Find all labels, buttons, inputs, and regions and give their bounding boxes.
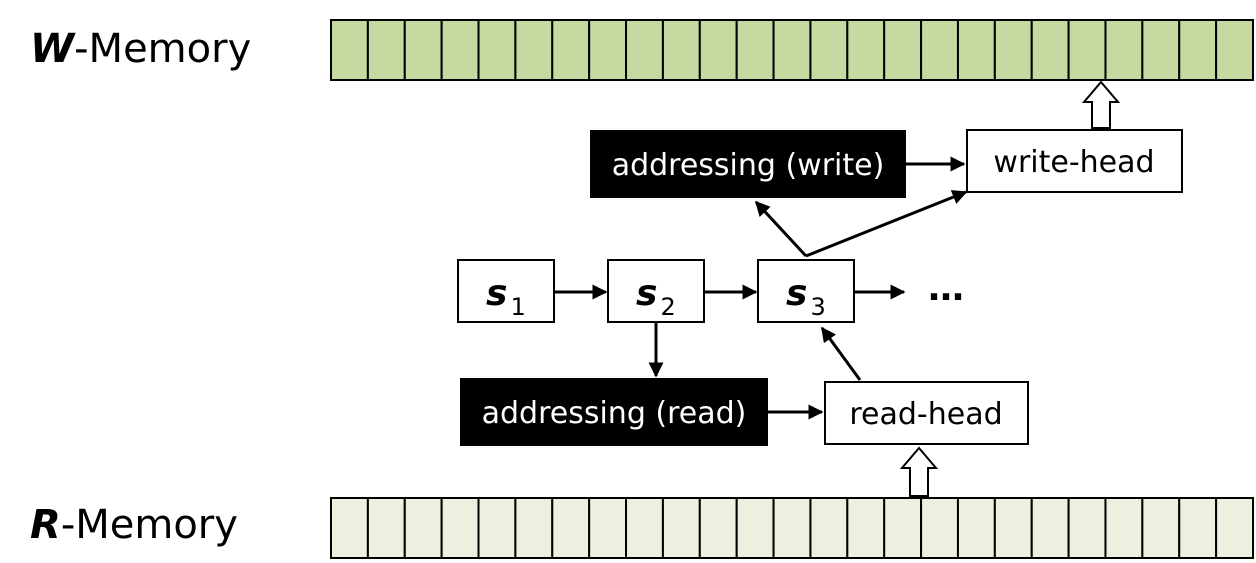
w-memory-cell (735, 19, 775, 81)
r-memory-cell (551, 497, 591, 559)
r-memory-cell (477, 497, 517, 559)
arrow-s3-addressing-write (754, 200, 808, 258)
w-memory-cell (366, 19, 406, 81)
r-memory-cell (1178, 497, 1218, 559)
addressing-write-label: addressing (write) (612, 148, 885, 183)
r-memory-cell (883, 497, 923, 559)
arrow-readhead-s3 (820, 326, 862, 381)
w-memory-cell (330, 19, 369, 81)
state-s1-sub: 1 (510, 293, 525, 321)
state-s2-sub: 2 (660, 293, 675, 321)
r-memory-cell (809, 497, 849, 559)
state-s3-sub: 3 (810, 293, 825, 321)
w-memory-cell (403, 19, 443, 81)
r-memory-cell (846, 497, 886, 559)
w-memory-cell (1178, 19, 1218, 81)
w-memory-symbol: W (30, 26, 76, 72)
w-memory-cell (1141, 19, 1181, 81)
w-memory-cell (514, 19, 554, 81)
r-memory-cell (661, 497, 701, 559)
r-memory-suffix: -Memory (61, 502, 238, 548)
w-memory-cell (625, 19, 664, 81)
ellipsis: … (928, 268, 964, 309)
r-memory-cell (772, 497, 812, 559)
addressing-write-box (590, 130, 906, 198)
w-memory-cell (993, 19, 1033, 81)
write-head-box (966, 129, 1183, 193)
w-memory-cell (1104, 19, 1144, 81)
read-head-label: read-head (849, 397, 1002, 432)
r-memory-cell (366, 497, 406, 559)
r-memory-cell (1215, 497, 1254, 559)
r-memory-cell (1030, 497, 1070, 559)
r-memory-cell (735, 497, 775, 559)
r-memory-symbol: R (30, 502, 61, 548)
w-memory-bar (330, 19, 1254, 81)
w-memory-cell (920, 19, 959, 81)
state-s2-box (607, 259, 705, 323)
r-memory-cell (330, 497, 369, 559)
r-memory-cell (698, 497, 738, 559)
r-memory-cell (920, 497, 959, 559)
r-memory-cell (1104, 497, 1144, 559)
w-memory-cell (883, 19, 923, 81)
r-memory-cell (440, 497, 480, 559)
w-memory-cell (846, 19, 886, 81)
hollow-arrow-r-memory-to-readhead (899, 446, 939, 497)
arrow-s3-writehead (805, 190, 968, 258)
read-head-box (824, 381, 1029, 445)
state-s1-symbol: s (486, 273, 507, 314)
w-memory-cell (956, 19, 996, 81)
w-memory-cell (551, 19, 591, 81)
r-memory-label: R-Memory (30, 502, 238, 548)
hollow-arrow-writehead-to-w-memory (1081, 80, 1121, 129)
r-memory-cell (993, 497, 1033, 559)
w-memory-label: W-Memory (30, 26, 251, 72)
w-memory-cell (772, 19, 812, 81)
addressing-read-box (460, 378, 768, 446)
write-head-label: write-head (993, 145, 1154, 180)
w-memory-cell (809, 19, 849, 81)
r-memory-cell (514, 497, 554, 559)
w-memory-cell (661, 19, 701, 81)
w-memory-suffix: -Memory (74, 26, 251, 72)
r-memory-cell (403, 497, 443, 559)
w-memory-cell (588, 19, 628, 81)
r-memory-cell (625, 497, 664, 559)
w-memory-cell (477, 19, 517, 81)
addressing-read-label: addressing (read) (482, 396, 747, 431)
r-memory-bar (330, 497, 1254, 559)
state-s2-symbol: s (636, 273, 657, 314)
r-memory-cell (1067, 497, 1107, 559)
w-memory-cell (440, 19, 480, 81)
r-memory-cell (588, 497, 628, 559)
r-memory-cell (956, 497, 996, 559)
w-memory-cell (1215, 19, 1254, 81)
r-memory-cell (1141, 497, 1181, 559)
w-memory-cell (698, 19, 738, 81)
state-s3-symbol: s (786, 273, 807, 314)
w-memory-cell (1030, 19, 1070, 81)
w-memory-cell (1067, 19, 1107, 81)
